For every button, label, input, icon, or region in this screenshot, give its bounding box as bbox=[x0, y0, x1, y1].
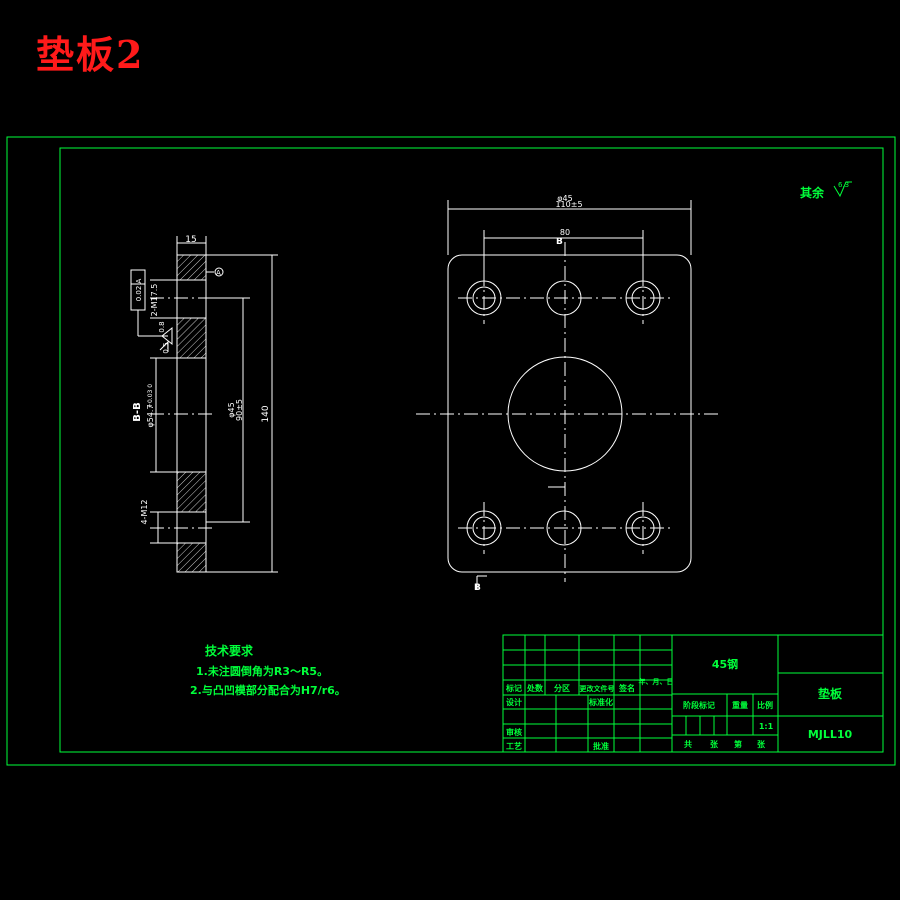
tb-di: 第 bbox=[734, 739, 742, 749]
tb-biaoji: 标记 bbox=[505, 683, 522, 693]
tb-scale: 1:1 bbox=[759, 722, 774, 731]
tb-material: 45钢 bbox=[712, 657, 738, 671]
tolerance-box: 0.02 A bbox=[135, 278, 143, 301]
front-view bbox=[416, 200, 718, 590]
dim-inner2: 90±5 bbox=[235, 399, 244, 421]
chamfer1: 0.8 bbox=[158, 321, 166, 332]
tb-zhang: 张 bbox=[710, 740, 719, 749]
tb-fenqu: 分区 bbox=[554, 683, 570, 693]
outer-frame bbox=[6, 136, 896, 766]
title-block bbox=[502, 634, 884, 753]
tech-line1: 1.未注圆倒角为R3～R5。 bbox=[196, 664, 328, 678]
tb-chushu: 处数 bbox=[526, 683, 544, 693]
dim-hole-spacing: 80 bbox=[560, 228, 570, 237]
page-title: 垫板2 bbox=[36, 32, 145, 77]
dim-bore: φ54.7 bbox=[146, 404, 155, 427]
tb-gong: 共 bbox=[684, 739, 692, 749]
dim-inner1: φ45 bbox=[227, 402, 236, 417]
thread-top: 2-M17.5 bbox=[150, 284, 159, 317]
dim-thickness: 15 bbox=[185, 235, 196, 245]
datum-label: A bbox=[216, 269, 221, 277]
tb-part-name: 垫板 bbox=[818, 686, 843, 701]
tech-heading: 技术要求 bbox=[205, 643, 254, 658]
tb-riqi: 年、月、日 bbox=[639, 677, 674, 686]
tb-drawing-no: MJLL10 bbox=[808, 728, 853, 741]
section-mark-bottom: B bbox=[474, 583, 481, 593]
tb-jieduan: 阶段标记 bbox=[683, 700, 715, 710]
dim-width-top1: φ45 bbox=[557, 194, 572, 203]
section-label: B-B bbox=[132, 402, 143, 421]
section-mark-top: B bbox=[556, 237, 563, 247]
tb-zhongliang: 重量 bbox=[732, 700, 748, 710]
tb-pizhun: 批准 bbox=[593, 741, 609, 751]
thread-bottom: 4-M12 bbox=[140, 499, 149, 524]
tech-line2: 2.与凸凹模部分配合为H7/r6。 bbox=[190, 683, 346, 697]
tb-gongyi: 工艺 bbox=[506, 741, 522, 751]
dim-width-top2: 110±5 bbox=[555, 200, 582, 209]
roughness-note: 其余 bbox=[800, 185, 825, 200]
tb-bili: 比例 bbox=[757, 700, 773, 710]
section-view bbox=[130, 236, 278, 573]
chamfer2: 0.5 bbox=[162, 342, 170, 353]
roughness-symbol bbox=[833, 181, 852, 198]
tb-shenhe: 审核 bbox=[506, 727, 522, 737]
roughness-value: 6.3 bbox=[838, 181, 849, 189]
dim-height-total: 140 bbox=[261, 405, 271, 422]
tb-biaozhunhua: 标准化 bbox=[588, 697, 613, 707]
tb-zhang2: 张 bbox=[757, 740, 766, 749]
inner-frame bbox=[59, 147, 884, 753]
tb-qianming: 签名 bbox=[618, 683, 635, 693]
tb-sheji: 设计 bbox=[506, 697, 522, 707]
dim-bore-tol: +0.03 0 bbox=[147, 384, 154, 408]
tb-gengai: 更改文件号 bbox=[580, 684, 615, 693]
